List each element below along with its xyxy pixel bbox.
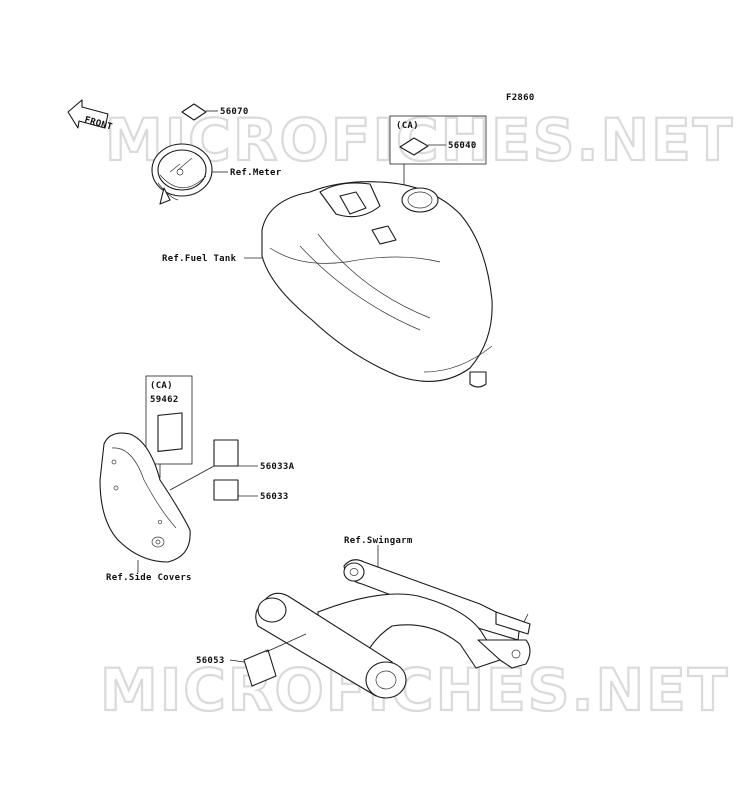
label-56033: 56033 [213,479,289,502]
swingarm-illustration: Ref.Swingarm [255,535,531,699]
side-cover-illustration: Ref.Side Covers [99,432,192,583]
label-56033a: 56033A [169,439,295,491]
ref-swingarm-label: Ref.Swingarm [344,535,413,546]
ref-meter-label: Ref.Meter [230,168,282,178]
part-number-56040: 56040 [448,141,477,151]
part-number-56033: 56033 [260,492,289,502]
fuel-tank-illustration: Ref.Fuel Tank [162,181,493,388]
callout-ca-56040: (CA) 56040 [389,115,487,220]
front-arrow-icon: FRONT [67,99,114,133]
part-number-59462: 59462 [150,395,179,405]
figure-code: F2860 [506,93,535,103]
watermark-bottom: MICROFICHES.NET [100,656,729,724]
label-56070: 56070 [181,103,249,121]
part-number-56053: 56053 [196,656,225,666]
label-56053: 56053 [196,633,307,687]
part-number-56070: 56070 [220,107,249,117]
meter-illustration: Ref.Meter [151,143,282,205]
ref-fuel-tank-label: Ref.Fuel Tank [162,254,237,264]
part-number-56033a: 56033A [260,462,295,472]
ref-side-covers-label: Ref.Side Covers [106,572,192,583]
ca-label-59462: (CA) [150,381,173,391]
ca-label-56040: (CA) [396,121,419,131]
callout-ca-59462: (CA) 59462 [145,375,193,478]
